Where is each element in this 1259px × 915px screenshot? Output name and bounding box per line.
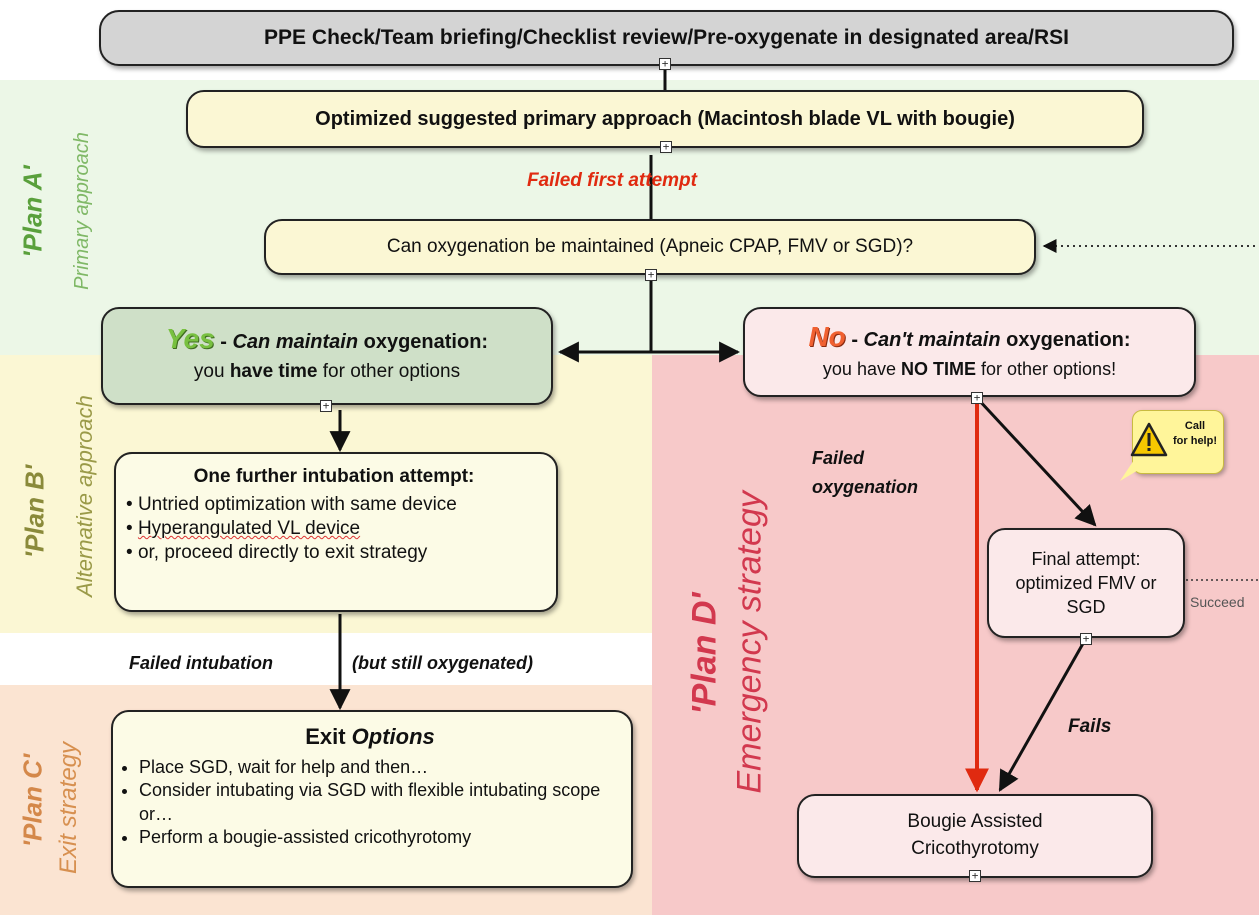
- call-help-line1: Call: [1184, 420, 1206, 432]
- primary-approach-text: Optimized suggested primary approach (Ma…: [315, 107, 1015, 130]
- final-attempt-text: Final attempt: optimized FMV or SGD: [1015, 548, 1157, 618]
- plan-c-label: 'Plan C': [17, 753, 48, 848]
- no-maintain-oxygenation-box: No - Can't maintain oxygenation: you hav…: [743, 307, 1196, 397]
- no-oxygenation: oxygenation:: [1000, 329, 1131, 351]
- no-you-have: you have: [822, 359, 901, 379]
- plan-b-item: • or, proceed directly to exit strategy: [126, 542, 428, 563]
- plan-b-item: • Hyperangulated VL device: [126, 518, 361, 539]
- plan-b-item: • Untried optimization with same device: [126, 494, 457, 515]
- exit-option-item: Perform a bougie-assisted cricothyrotomy: [139, 826, 619, 849]
- expand-icon: +: [659, 58, 671, 70]
- cricothyrotomy-box: Bougie Assisted Cricothyrotomy: [797, 794, 1153, 878]
- plan-b-sublabel: Alternative approach: [72, 395, 97, 597]
- yes-can-maintain: Can maintain: [232, 331, 359, 353]
- call-help-line2: for help!: [1173, 435, 1217, 448]
- plan-d-sublabel: Emergency strategy: [730, 491, 769, 794]
- failed-oxygenation-label: Failed oxygenation: [812, 448, 919, 497]
- expand-icon: +: [969, 870, 981, 882]
- no-rest: for other options!: [975, 359, 1117, 379]
- expand-icon: +: [320, 400, 332, 412]
- no-cant-maintain: Can't maintain: [863, 329, 1001, 351]
- yes-dash: -: [214, 331, 233, 353]
- yes-oxygenation: oxygenation:: [358, 331, 489, 353]
- expand-icon: +: [971, 392, 983, 404]
- yes-have-time: have time: [229, 361, 318, 382]
- oxygenation-question-box: Can oxygenation be maintained (Apneic CP…: [264, 219, 1036, 275]
- exit-option-item: Place SGD, wait for help and then…: [139, 756, 619, 779]
- callout-tail: [1120, 457, 1150, 481]
- yes-word: Yes: [165, 323, 215, 354]
- expand-icon: +: [660, 141, 672, 153]
- failed-intubation-label: Failed intubation: [129, 653, 273, 673]
- oxygenation-question-text: Can oxygenation be maintained (Apneic CP…: [386, 236, 914, 257]
- pre-procedure-box: PPE Check/Team briefing/Checklist review…: [99, 10, 1234, 66]
- warning-icon: [1130, 422, 1168, 457]
- failed-first-attempt-label: Failed first attempt: [527, 170, 697, 191]
- exit-options-box: Exit Options Place SGD, wait for help an…: [111, 710, 633, 888]
- plan-d-label: 'Plan D': [685, 592, 724, 715]
- call-for-help-callout: Call for help!: [1130, 410, 1224, 474]
- arrow-no-to-final: [975, 396, 1097, 527]
- yes-rest: for other options: [317, 361, 461, 382]
- expand-icon: +: [1080, 633, 1092, 645]
- no-word: No: [808, 321, 846, 352]
- final-attempt-box: Final attempt: optimized FMV or SGD: [987, 528, 1185, 638]
- plan-a-sublabel: Primary approach: [71, 132, 93, 290]
- fails-label: Fails: [1068, 716, 1112, 737]
- exit-option-item: Consider intubating via SGD with flexibl…: [139, 779, 619, 826]
- plan-c-sublabel: Exit strategy: [55, 741, 82, 875]
- expand-icon: +: [645, 269, 657, 281]
- still-oxygenated-label: (but still oxygenated): [352, 653, 534, 673]
- yes-maintain-oxygenation-box: Yes - Can maintain oxygenation: you have…: [101, 307, 553, 405]
- arrow-final-to-crico: [998, 639, 1087, 792]
- plan-b-title: One further intubation attempt:: [193, 466, 475, 487]
- cricothyrotomy-text: Bougie Assisted Cricothyrotomy: [907, 811, 1043, 859]
- succeed-label: Succeed: [1190, 594, 1245, 610]
- plan-b-intubation-box: One further intubation attempt: • Untrie…: [114, 452, 558, 612]
- exit-options-title: Exit Options: [305, 724, 435, 749]
- yes-you: you: [193, 361, 230, 382]
- no-dash: -: [845, 329, 864, 351]
- no-no-time: NO TIME: [900, 359, 976, 379]
- pre-procedure-text: PPE Check/Team briefing/Checklist review…: [264, 26, 1069, 49]
- primary-approach-box: Optimized suggested primary approach (Ma…: [186, 90, 1144, 148]
- plan-b-label: 'Plan B': [19, 464, 50, 559]
- plan-a-label: 'Plan A': [17, 165, 48, 258]
